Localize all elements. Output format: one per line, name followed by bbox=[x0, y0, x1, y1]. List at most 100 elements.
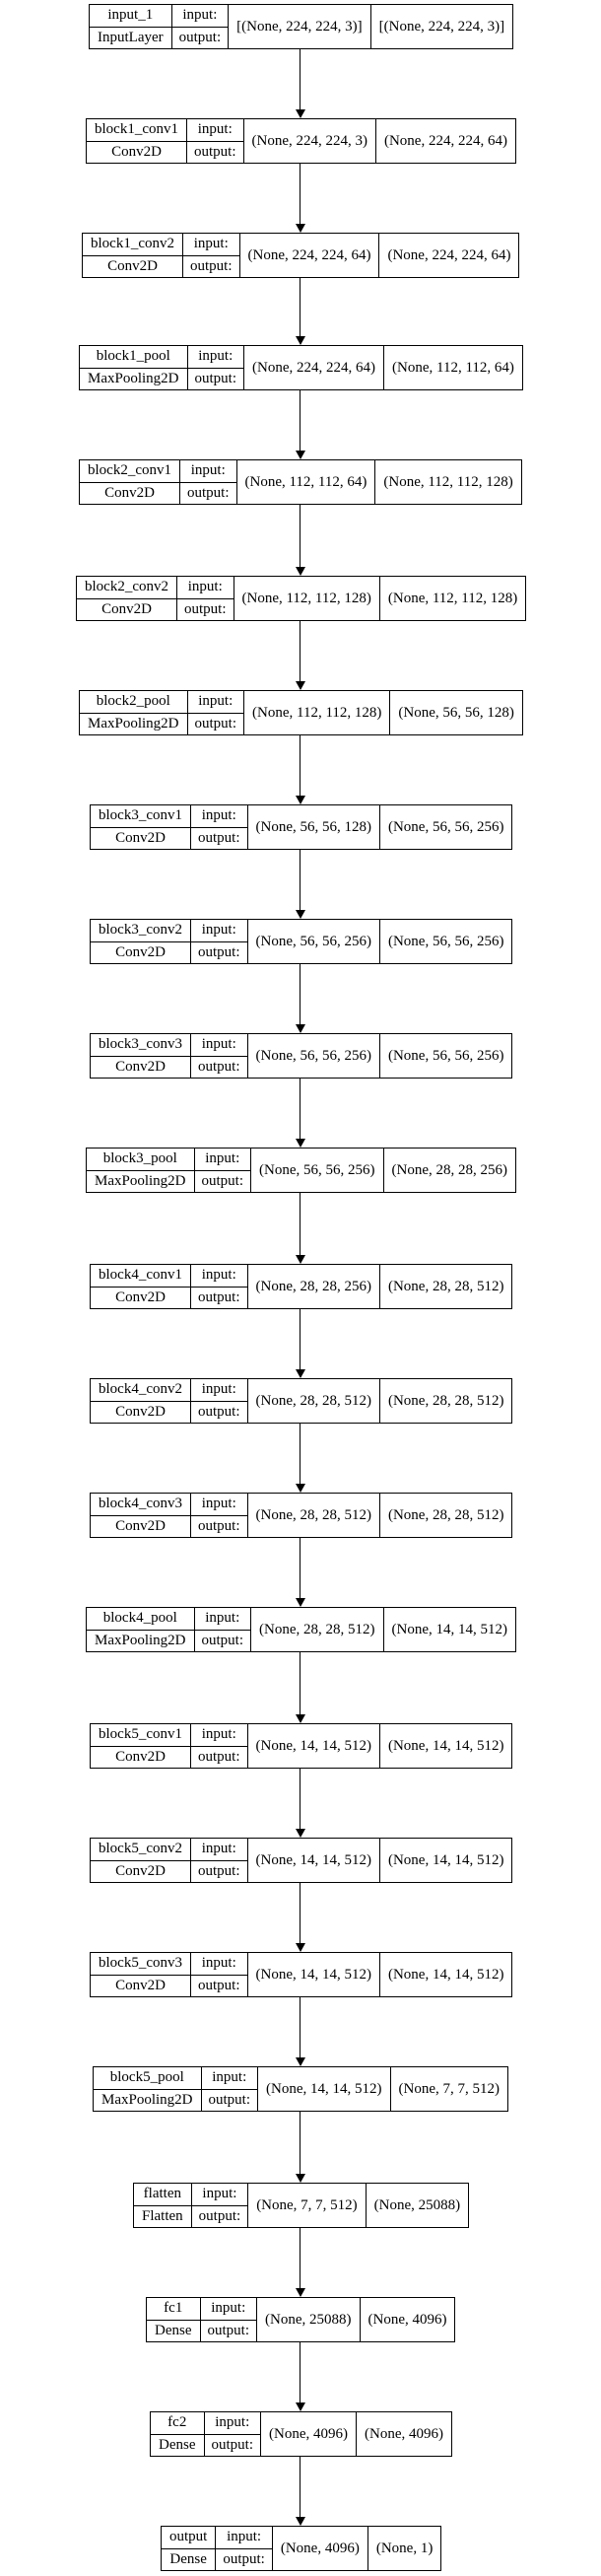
io-label-column: input:output: bbox=[179, 460, 237, 504]
arrowhead-icon bbox=[296, 451, 305, 459]
layer-type: Dense bbox=[147, 2319, 200, 2342]
input-shape: (None, 28, 28, 512) bbox=[248, 1379, 380, 1423]
layer-name: block4_conv1 bbox=[99, 1267, 182, 1284]
layer-type: Dense bbox=[151, 2433, 204, 2457]
layer-type: Conv2D bbox=[91, 1745, 190, 1769]
layer-type: Conv2D bbox=[83, 254, 182, 278]
io-label-column: input:output: bbox=[190, 1265, 248, 1308]
output-shape: (None, 56, 56, 256) bbox=[387, 933, 504, 949]
layer-name: block2_conv1 bbox=[88, 462, 171, 479]
layer-name: flatten bbox=[143, 2186, 181, 2202]
output-shape: (None, 224, 224, 64) bbox=[387, 246, 511, 263]
input-label: input: bbox=[198, 348, 234, 365]
arrowhead-icon bbox=[296, 1139, 305, 1148]
arrowhead-icon bbox=[296, 681, 305, 690]
input-shape: (None, 224, 224, 64) bbox=[244, 346, 385, 389]
arrowhead-icon bbox=[296, 1829, 305, 1838]
input-label: input: bbox=[193, 236, 229, 252]
output-shape: (None, 56, 56, 128) bbox=[398, 704, 514, 721]
input-label: input: bbox=[201, 807, 236, 824]
input-label: input: bbox=[201, 1381, 236, 1398]
arrowhead-icon bbox=[296, 1714, 305, 1723]
io-label-column: input:output: bbox=[182, 234, 240, 277]
io-label-column: input:output: bbox=[194, 1608, 252, 1651]
arrowhead-icon bbox=[296, 1598, 305, 1607]
layer-name: block1_conv2 bbox=[91, 236, 174, 252]
layer-type: MaxPooling2D bbox=[80, 712, 187, 735]
output-label: output: bbox=[176, 597, 234, 621]
input-label: input: bbox=[201, 1496, 236, 1512]
arrowhead-icon bbox=[296, 567, 305, 576]
layer-name: block5_pool bbox=[109, 2069, 184, 2086]
input-shape: (None, 112, 112, 128) bbox=[244, 691, 391, 734]
output-label: output: bbox=[190, 940, 247, 964]
output-label: output: bbox=[186, 140, 243, 164]
io-label-column: input:output: bbox=[201, 2067, 259, 2111]
io-label-column: input:output: bbox=[187, 346, 245, 389]
io-label-column: input:output: bbox=[187, 691, 245, 735]
arrowhead-icon bbox=[296, 1484, 305, 1493]
input-label: input: bbox=[205, 1150, 240, 1167]
output-label: output: bbox=[190, 1055, 247, 1079]
arrowhead-icon bbox=[296, 2174, 305, 2183]
output-label: output: bbox=[194, 1169, 251, 1193]
input-label: input: bbox=[182, 7, 218, 24]
layer-type: Conv2D bbox=[77, 597, 176, 621]
output-label: output: bbox=[187, 712, 244, 735]
layer-type: Conv2D bbox=[91, 940, 190, 964]
input-shape: (None, 224, 224, 3) bbox=[244, 119, 376, 163]
output-shape: (None, 7, 7, 512) bbox=[398, 2080, 500, 2097]
io-label-column: input:output: bbox=[190, 1724, 248, 1768]
io-label-column: input: output: bbox=[190, 1494, 248, 1538]
output-shape: (None, 28, 28, 512) bbox=[387, 1392, 504, 1409]
output-shape: (None, 56, 56, 256) bbox=[387, 1047, 504, 1064]
io-label-column: input:output: bbox=[171, 5, 230, 48]
arrowhead-icon bbox=[296, 2288, 305, 2297]
io-label-column: input:output: bbox=[191, 2184, 249, 2228]
layer-type: MaxPooling2D bbox=[94, 2088, 201, 2112]
input-shape: (None, 4096) bbox=[273, 2527, 368, 2570]
input-shape: (None, 28, 28, 512) bbox=[248, 1494, 380, 1537]
layer-type: Dense bbox=[162, 2547, 216, 2571]
arrowhead-icon bbox=[296, 336, 305, 345]
layer-name: block2_pool bbox=[96, 693, 170, 710]
input-label: input: bbox=[212, 2069, 247, 2086]
output-label: output: bbox=[191, 2204, 248, 2228]
layer-name: block2_conv2 bbox=[85, 579, 168, 595]
arrowhead-icon bbox=[296, 224, 305, 233]
arrowhead-icon bbox=[296, 1369, 305, 1378]
input-shape: (None, 14, 14, 512) bbox=[248, 1839, 380, 1882]
input-shape: (None, 28, 28, 512) bbox=[251, 1608, 384, 1651]
layer-name: fc1 bbox=[164, 2300, 183, 2317]
layer-name: block1_pool bbox=[96, 348, 170, 365]
layer-type: MaxPooling2D bbox=[87, 1629, 194, 1652]
layer-type: Conv2D bbox=[87, 140, 186, 164]
output-label: output: bbox=[190, 1514, 247, 1538]
io-label-column: input:output: bbox=[190, 1034, 248, 1079]
input-shape: (None, 56, 56, 256) bbox=[248, 1034, 380, 1078]
layer-type: Conv2D bbox=[91, 1974, 190, 1997]
